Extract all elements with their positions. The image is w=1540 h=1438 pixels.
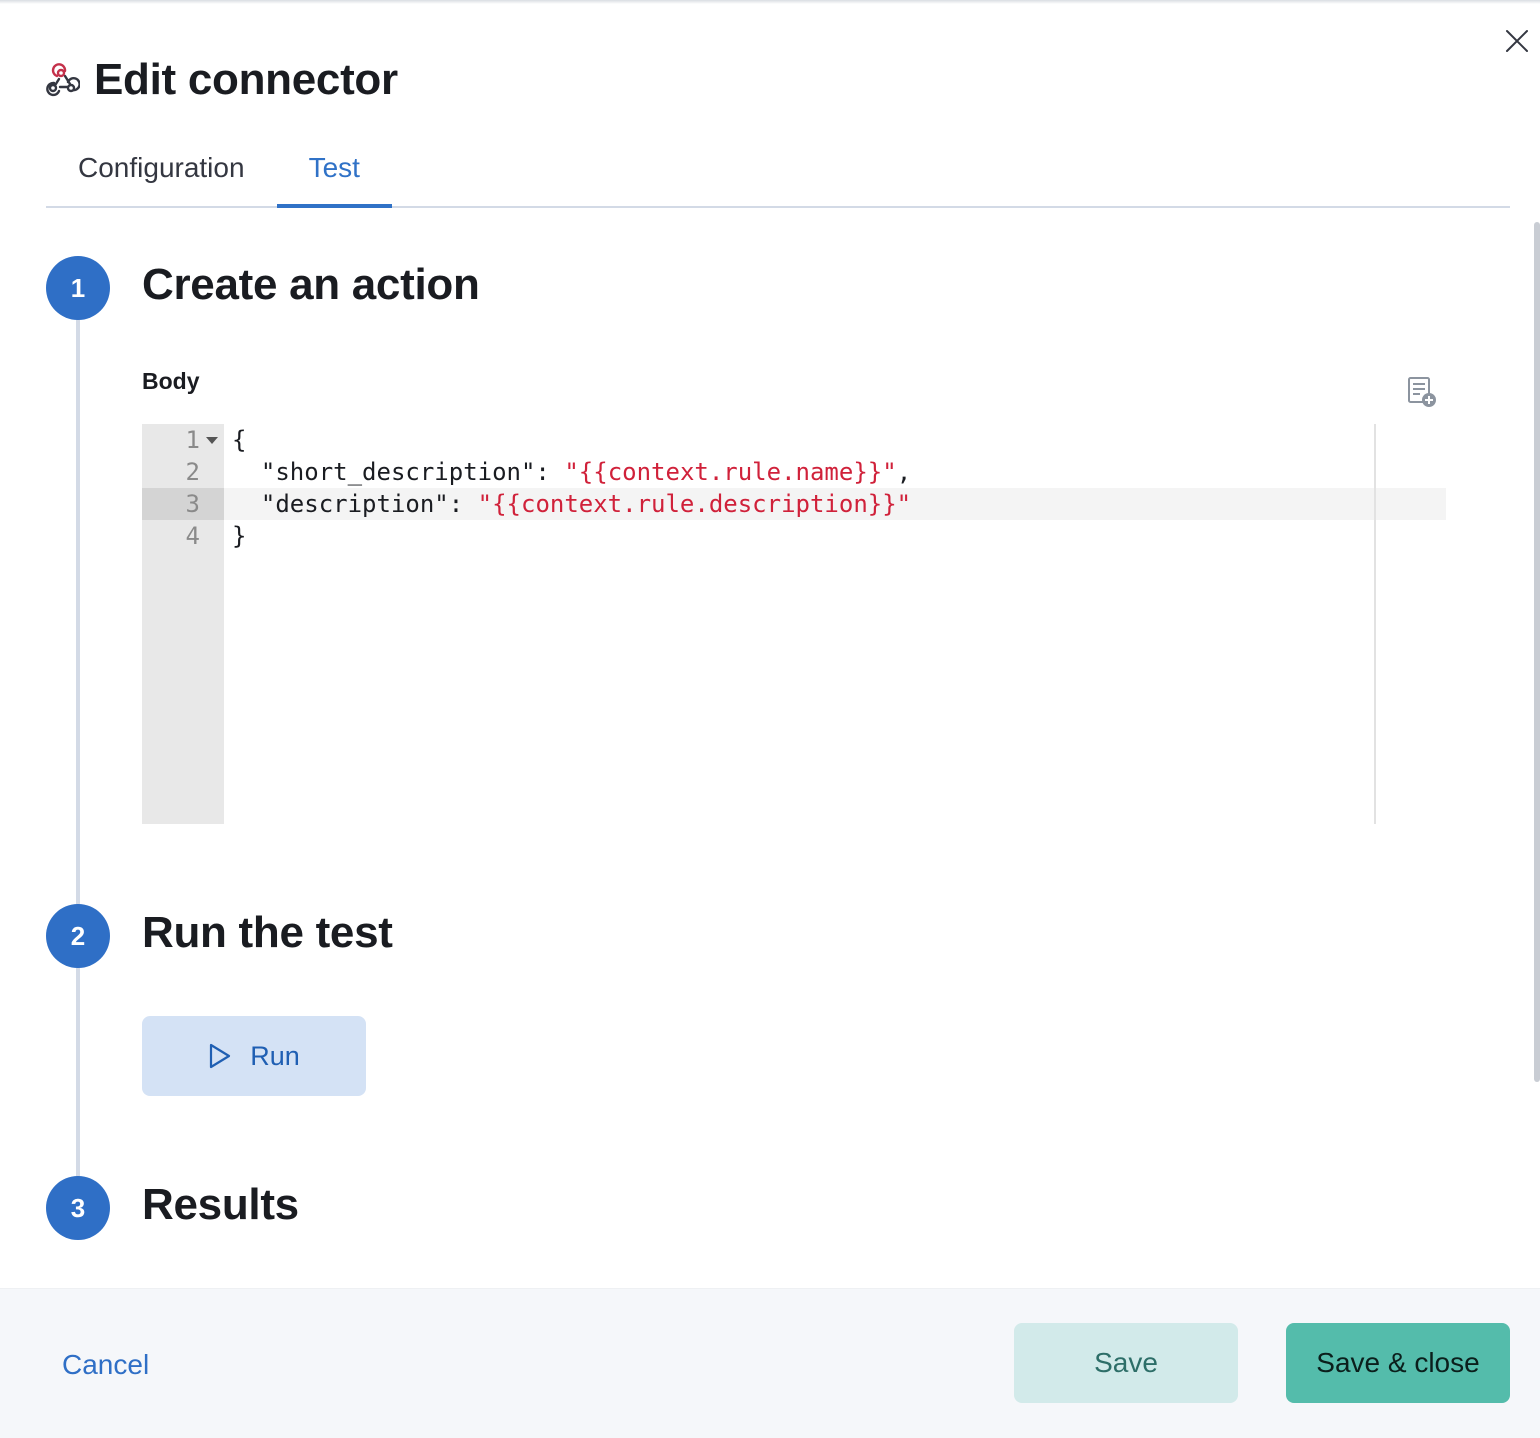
add-variable-button[interactable] xyxy=(1404,374,1440,410)
line-number: 1 xyxy=(185,426,200,454)
line-number: 3 xyxy=(185,490,200,518)
tab-configuration[interactable]: Configuration xyxy=(78,152,245,183)
step-title-create-action: Create an action xyxy=(142,260,480,309)
tab-test[interactable]: Test xyxy=(276,130,393,208)
flyout-header: Edit connector xyxy=(44,52,398,108)
step-connector-line xyxy=(76,966,80,1178)
code-line-1: { xyxy=(232,426,247,454)
print-margin xyxy=(1374,424,1376,824)
run-button-label: Run xyxy=(250,1040,300,1071)
top-shadow xyxy=(0,0,1540,4)
step-number-3: 3 xyxy=(46,1176,110,1240)
step-title-results: Results xyxy=(142,1180,299,1229)
webhook-icon xyxy=(46,63,80,97)
cancel-button[interactable]: Cancel xyxy=(62,1349,150,1380)
code-line-2: "short_description": "{{context.rule.nam… xyxy=(232,456,911,488)
page-title: Edit connector xyxy=(94,55,398,104)
save-and-close-button[interactable]: Save & close xyxy=(1286,1323,1510,1403)
scrollbar[interactable] xyxy=(1534,222,1540,1082)
save-button[interactable]: Save xyxy=(1014,1323,1238,1403)
step-connector-line xyxy=(76,318,80,906)
json-punctuation: , xyxy=(896,458,912,486)
line-number: 4 xyxy=(185,522,200,550)
close-icon xyxy=(1506,30,1528,52)
step-number-2: 2 xyxy=(46,904,110,968)
active-line-gutter xyxy=(142,488,224,520)
code-line-3: "description": "{{context.rule.descripti… xyxy=(232,488,911,520)
close-button[interactable] xyxy=(1500,24,1534,58)
json-key: "description": xyxy=(232,490,478,518)
fold-arrow-icon[interactable] xyxy=(206,437,218,444)
code-line-4: } xyxy=(232,522,247,550)
add-variable-icon xyxy=(1408,377,1436,407)
play-icon xyxy=(210,1043,231,1069)
step-number-1: 1 xyxy=(46,256,110,320)
body-field-label: Body xyxy=(142,368,200,394)
tab-bar: Configuration Test xyxy=(46,130,1510,208)
json-string-value: "{{context.rule.name}}" xyxy=(564,458,897,486)
json-key: "short_description": xyxy=(232,458,565,486)
json-code-editor[interactable]: 1 2 3 4 { "short_description": "{{contex… xyxy=(142,424,1446,824)
step-title-run-test: Run the test xyxy=(142,908,393,957)
run-button[interactable]: Run xyxy=(142,1016,366,1096)
json-string-value: "{{context.rule.description}}" xyxy=(477,490,912,518)
active-line-highlight xyxy=(224,488,1446,520)
line-number: 2 xyxy=(185,458,200,486)
flyout-footer: Cancel Save Save & close xyxy=(0,1288,1540,1438)
